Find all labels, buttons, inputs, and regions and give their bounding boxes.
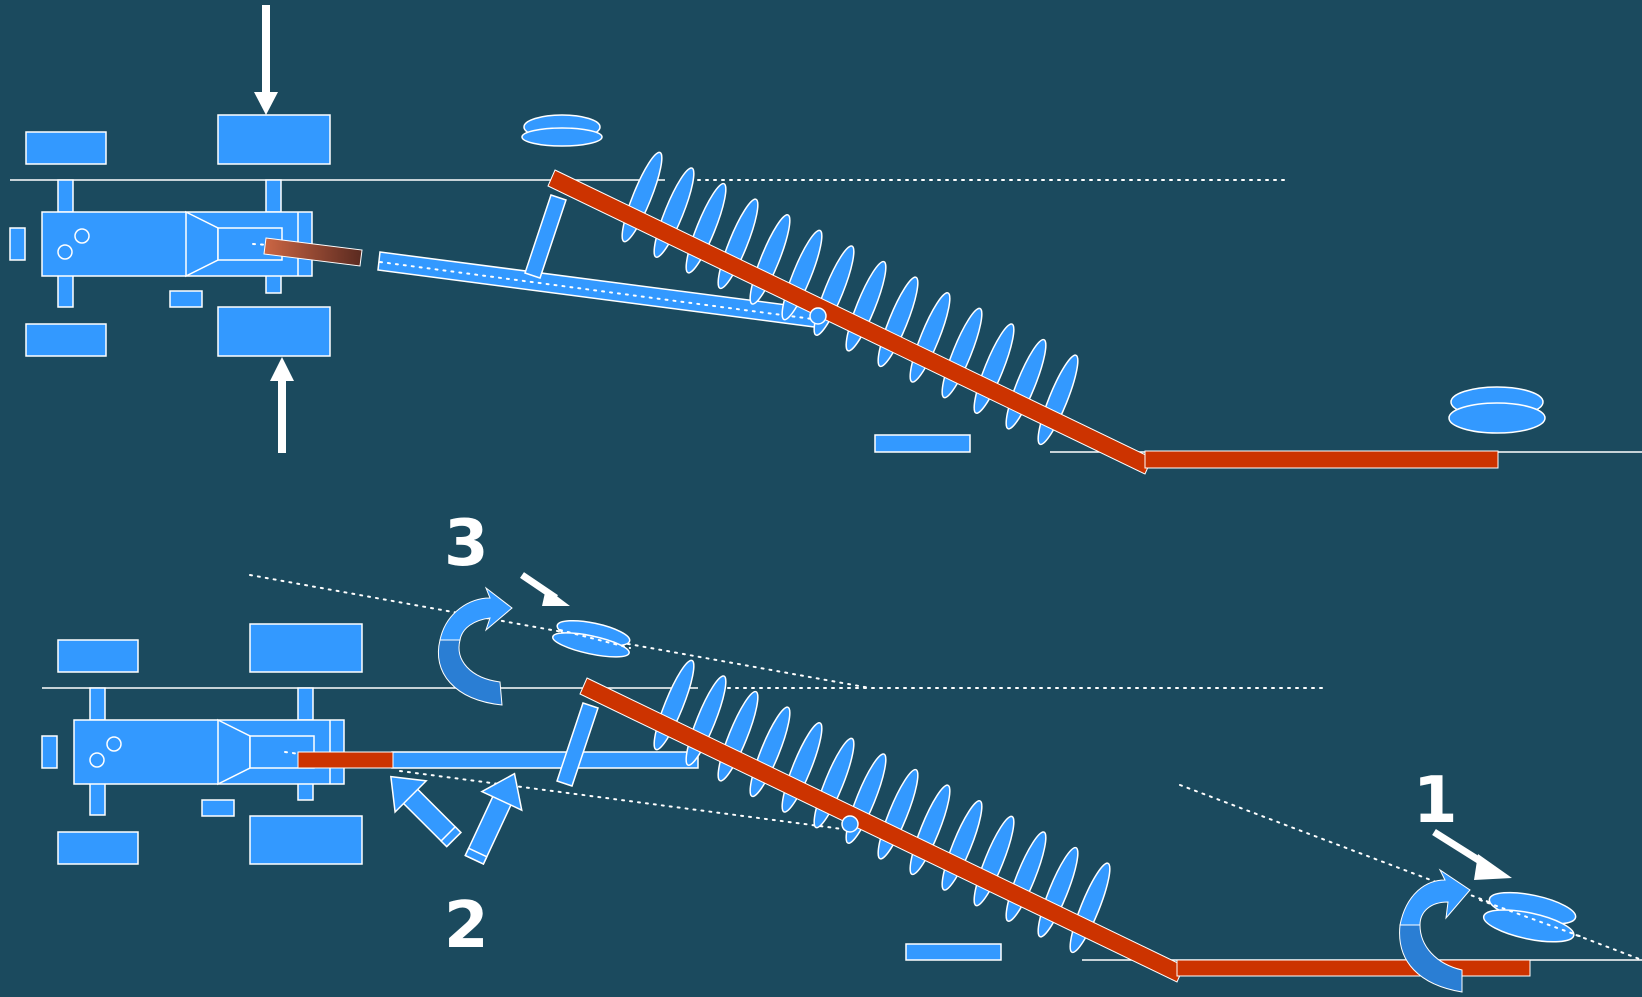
pivot-icon (809, 307, 827, 325)
diagonal-rod (579, 677, 1185, 983)
disc (521, 114, 603, 147)
block (9, 227, 26, 261)
pin-icon (106, 736, 122, 752)
top-panel (9, 5, 1642, 475)
retracted-rod (263, 237, 363, 267)
block (41, 735, 58, 769)
block (874, 434, 971, 453)
axis-line (284, 751, 301, 755)
pin-icon (57, 244, 73, 260)
extended-rod (1176, 959, 1531, 977)
step-label-2: 2 (444, 889, 489, 963)
block (201, 799, 235, 817)
retracted-rod (297, 751, 394, 769)
post (57, 179, 74, 213)
rotate-arrow-icon (1399, 868, 1471, 993)
push-arrow-icon (464, 772, 523, 865)
post (265, 274, 282, 294)
guide-line (249, 574, 871, 689)
arm-axis (379, 261, 821, 321)
down-arrow-icon (254, 5, 278, 115)
disc (1448, 386, 1546, 434)
diagonal-rod (547, 169, 1153, 475)
support-arm (391, 751, 699, 769)
carriage (73, 718, 345, 786)
strut (556, 702, 599, 787)
pivot-icon (841, 815, 859, 833)
pin-icon (89, 752, 105, 768)
pin-icon (74, 228, 90, 244)
strut (524, 194, 567, 279)
block (57, 639, 139, 673)
up-arrow-icon (270, 357, 294, 453)
step-label-1: 1 (1413, 764, 1458, 838)
post (297, 782, 314, 801)
rotate-arrow-icon (438, 586, 513, 706)
disc (552, 619, 631, 658)
block (169, 290, 203, 308)
disc (1482, 891, 1577, 943)
bottom-panel: 1 2 3 (41, 507, 1642, 993)
block (217, 306, 331, 357)
block (249, 623, 363, 673)
block (905, 943, 1002, 961)
block (249, 815, 363, 865)
guide-line (1479, 899, 1586, 939)
step-label-3: 3 (444, 507, 489, 581)
block (25, 131, 107, 165)
post (57, 274, 74, 308)
post (89, 687, 106, 721)
block (217, 114, 331, 165)
post (297, 687, 314, 721)
pointer-arrow-icon (520, 572, 570, 606)
post (265, 179, 282, 213)
block (25, 323, 107, 357)
pointer-arrow-icon (1432, 829, 1512, 880)
block (57, 831, 139, 865)
post (89, 782, 106, 816)
guide-line (1179, 784, 1642, 961)
guide-line (399, 770, 851, 831)
push-arrow-icon (389, 775, 462, 848)
extended-rod (1144, 450, 1499, 469)
